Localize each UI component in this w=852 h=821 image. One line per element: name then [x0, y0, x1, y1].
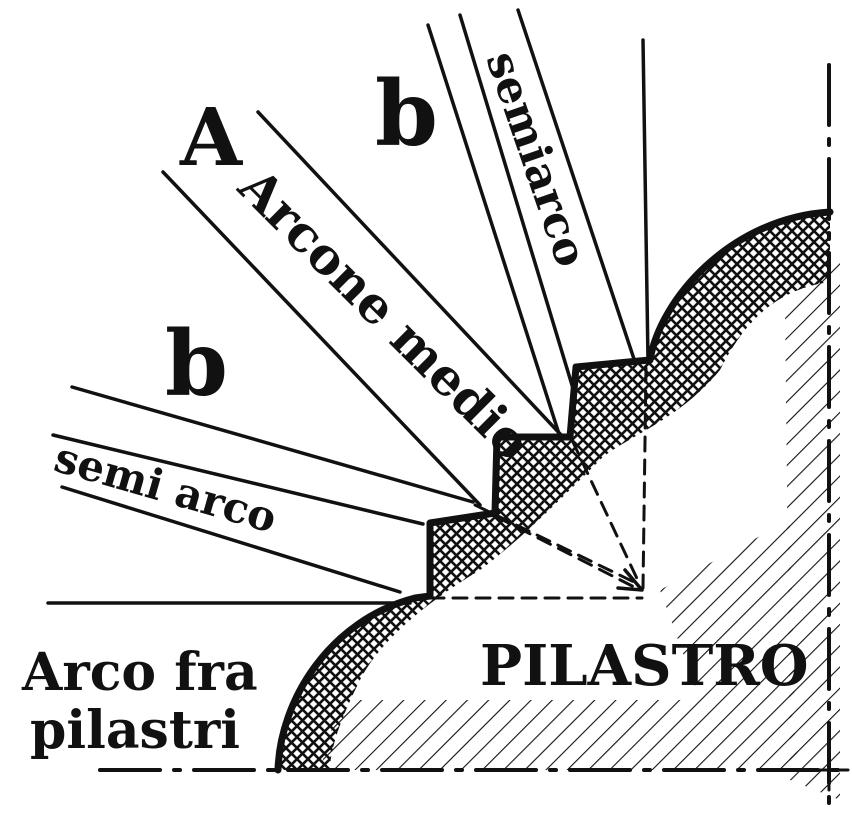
semiarco-upper-band	[426, 8, 637, 439]
axis-line	[641, 38, 650, 362]
pier-hatching	[320, 260, 840, 800]
pier-boundary	[98, 63, 852, 812]
arcone-medio-band	[161, 110, 565, 507]
label-arco-fra-line2: pilastri	[30, 700, 240, 761]
label-b-lower: b	[165, 311, 228, 417]
label-b-upper: b	[375, 61, 438, 167]
label-point-a: A	[179, 90, 243, 184]
construction-lines	[428, 366, 648, 600]
semiarco-lower-band	[51, 385, 475, 594]
label-arco-fra-line1: Arco fra	[21, 642, 258, 703]
label-semiarco-lower: semi arco	[49, 433, 282, 543]
section-crosshatch	[278, 212, 830, 770]
label-pilastro: PILASTRO	[480, 633, 809, 699]
label-semiarco-upper: semiarco	[476, 45, 597, 273]
label-arcone-medio: Arcone medio	[227, 156, 543, 472]
section-outline	[274, 208, 834, 774]
